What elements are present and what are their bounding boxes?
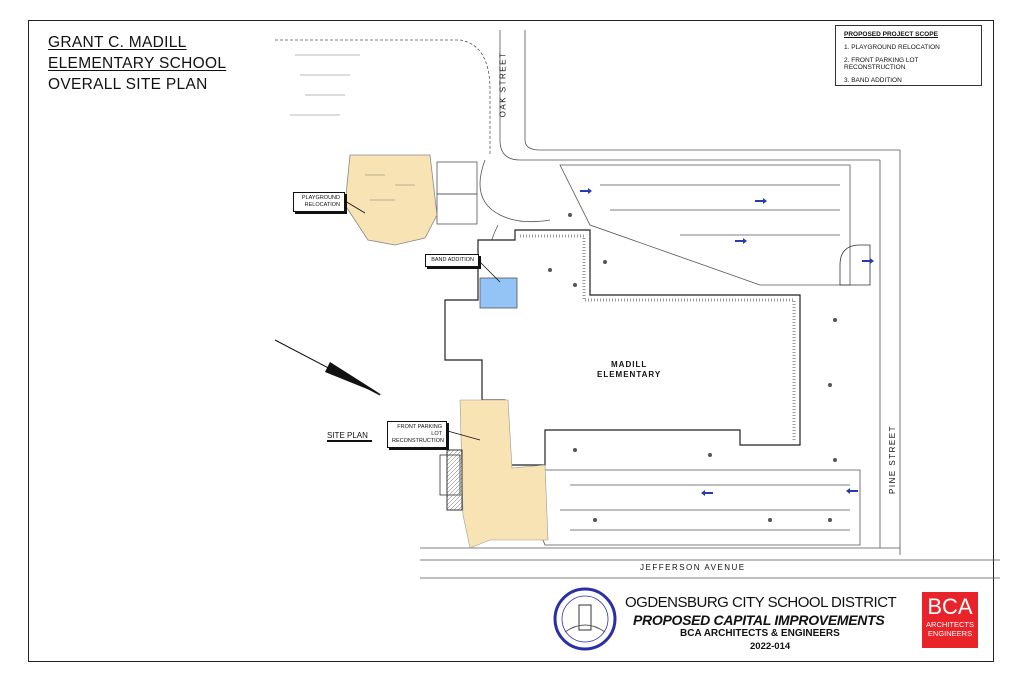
parking-stripes bbox=[600, 184, 840, 236]
jefferson-avenue-road bbox=[420, 547, 1000, 579]
building-label-line: ELEMENTARY bbox=[597, 370, 662, 379]
project-number: 2022-014 bbox=[750, 641, 791, 652]
drawing-title: GRANT C. MADILL ELEMENTARY SCHOOL OVERAL… bbox=[48, 32, 226, 95]
scope-item: 3. BAND ADDITION bbox=[844, 77, 902, 84]
traffic-arrow-icons bbox=[580, 188, 874, 496]
band-addition-area bbox=[479, 277, 518, 309]
drawing-frame bbox=[28, 20, 994, 662]
site-plan-label: SITE PLAN bbox=[327, 431, 372, 442]
front-parking-lot-area bbox=[459, 399, 549, 549]
district-name: OGDENSBURG CITY SCHOOL DISTRICT bbox=[625, 594, 897, 611]
accessory-building bbox=[436, 161, 478, 195]
fence-line bbox=[275, 39, 491, 155]
callout-text: BAND ADDITION bbox=[431, 257, 474, 263]
band-addition-callout: BAND ADDITION bbox=[425, 254, 479, 267]
hatched-structure bbox=[446, 449, 463, 511]
building-hatch bbox=[520, 234, 796, 440]
district-seal-logo bbox=[553, 587, 617, 651]
pine-street-label: PINE STREET bbox=[887, 425, 897, 494]
oak-street-label: OAK STREET bbox=[498, 51, 508, 118]
parking-island bbox=[839, 244, 871, 286]
road-edge bbox=[524, 30, 900, 151]
logo-text: ENGINEERS bbox=[927, 629, 973, 638]
project-scope-box: PROPOSED PROJECT SCOPE 1. PLAYGROUND REL… bbox=[835, 25, 982, 86]
project-name: PROPOSED CAPITAL IMPROVEMENTS bbox=[633, 612, 885, 628]
callout-text: FRONT PARKING LOT bbox=[397, 424, 442, 437]
title-line-2: ELEMENTARY SCHOOL bbox=[48, 55, 227, 72]
callout-text: PLAYGROUND bbox=[301, 195, 340, 201]
scope-heading: PROPOSED PROJECT SCOPE bbox=[844, 31, 938, 38]
callout-text: RECONSTRUCTION bbox=[392, 438, 444, 444]
building-label: MADILL ELEMENTARY bbox=[597, 360, 661, 380]
pine-street-road bbox=[879, 150, 901, 555]
title-line-3: OVERALL SITE PLAN bbox=[48, 76, 208, 93]
playground-callout: PLAYGROUND RELOCATION bbox=[293, 192, 345, 212]
oak-street-road bbox=[499, 30, 880, 161]
front-parking-callout: FRONT PARKING LOT RECONSTRUCTION bbox=[387, 421, 447, 448]
logo-text: BCA bbox=[927, 594, 973, 619]
accessory-building bbox=[436, 193, 478, 225]
bottom-parking-lot bbox=[537, 469, 861, 546]
playground-equipment bbox=[290, 54, 415, 201]
top-parking-lot bbox=[559, 164, 851, 286]
building-label-line: MADILL bbox=[611, 360, 648, 369]
firm-name: BCA ARCHITECTS & ENGINEERS bbox=[680, 628, 840, 639]
bca-logo: BCA ARCHITECTS ENGINEERS bbox=[922, 592, 978, 648]
logo-text: ARCHITECTS bbox=[926, 620, 974, 629]
jefferson-avenue-label: JEFFERSON AVENUE bbox=[640, 563, 746, 572]
tree-icons bbox=[548, 213, 837, 522]
scope-item: 2. FRONT PARKING LOT RECONSTRUCTION bbox=[844, 57, 919, 71]
north-arrow-icon bbox=[274, 339, 382, 396]
callout-text: RELOCATION bbox=[304, 202, 340, 208]
title-line-1: GRANT C. MADILL bbox=[48, 34, 187, 51]
scope-item: 1. PLAYGROUND RELOCATION bbox=[844, 44, 940, 51]
parking-stripes bbox=[560, 484, 850, 531]
curved-drive bbox=[479, 159, 551, 223]
